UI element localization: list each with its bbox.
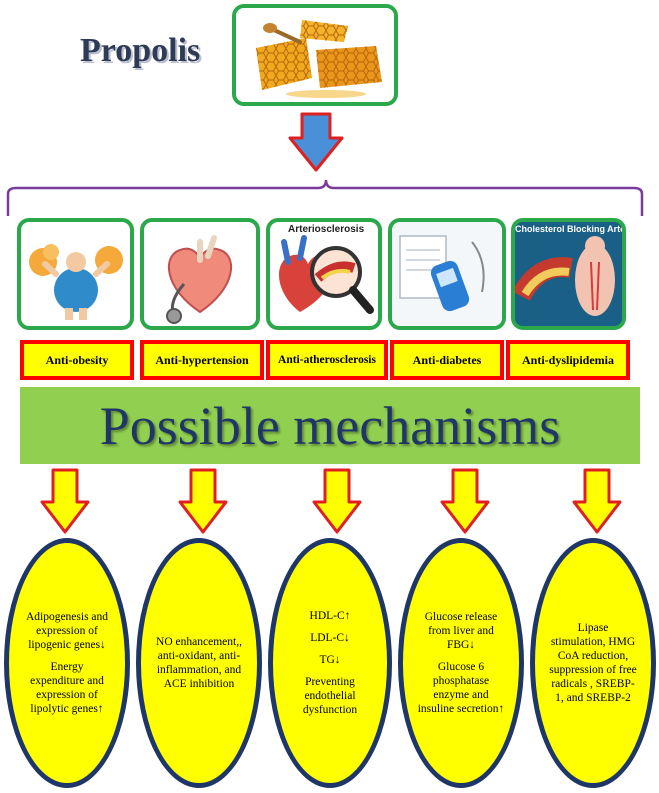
down-arrow-icon (440, 468, 490, 534)
mechanism-text: NO enhancement,, anti-oxidant, anti-infl… (156, 635, 242, 691)
mechanism-text: LDL-C↓ (310, 631, 350, 644)
headline-text: Possible mechanisms (99, 395, 561, 456)
down-arrow-icon (312, 468, 362, 534)
cholesterol-caption: Cholesterol Blocking Artery (515, 224, 626, 234)
arteriosclerosis-caption: Arteriosclerosis (288, 224, 365, 235)
down-arrow-icon (288, 112, 344, 172)
mechanism-anti-obesity: Adipogenesis and expression of lipogenic… (4, 538, 130, 788)
label-anti-diabetes: Anti-diabetes (390, 340, 504, 380)
down-arrow-icon (40, 468, 90, 534)
mechanism-text: Lipase stimulation, HMG CoA reduction, s… (549, 621, 637, 705)
mechanism-text: HDL-C↑ (309, 609, 351, 622)
diagram-title: Propolis (80, 32, 201, 69)
mechanism-text: Adipogenesis and expression of lipogenic… (25, 610, 109, 651)
mechanism-text: Glucose 6 phosphatase enzyme and insulin… (417, 660, 505, 716)
mechanism-anti-dyslipidemia: Lipase stimulation, HMG CoA reduction, s… (530, 538, 656, 788)
obesity-image (17, 218, 134, 330)
label-anti-hypertension: Anti-hypertension (140, 340, 264, 380)
glucose-meter-image (388, 218, 506, 330)
mechanism-anti-atherosclerosis: HDL-C↑ LDL-C↓ TG↓ Preventing endothelial… (268, 538, 392, 788)
artery-magnifier-image: Arteriosclerosis (266, 218, 382, 330)
honeycomb-image (232, 4, 398, 106)
label-anti-obesity: Anti-obesity (20, 340, 134, 380)
mechanism-anti-diabetes: Glucose release from liver and FBG↓ Gluc… (398, 538, 524, 788)
mechanism-text: Preventing endothelial dysfunction (302, 676, 358, 717)
mechanism-anti-hypertension: NO enhancement,, anti-oxidant, anti-infl… (136, 538, 262, 788)
mechanism-text: TG↓ (319, 653, 341, 666)
cholesterol-artery-image: Cholesterol Blocking Artery (511, 218, 626, 330)
down-arrow-icon (178, 468, 228, 534)
label-anti-atherosclerosis: Anti-atherosclerosis (266, 340, 388, 380)
honeycomb-icon (236, 8, 394, 102)
grouping-bracket (6, 179, 644, 216)
headline-banner: Possible mechanisms (20, 387, 640, 464)
mechanism-text: Energy expenditure and expression of lip… (30, 660, 104, 716)
down-arrow-icon (572, 468, 622, 534)
label-anti-dyslipidemia: Anti-dyslipidemia (506, 340, 630, 380)
mechanism-text: Glucose release from liver and FBG↓ (424, 610, 498, 651)
heart-stethoscope-image (140, 218, 260, 330)
